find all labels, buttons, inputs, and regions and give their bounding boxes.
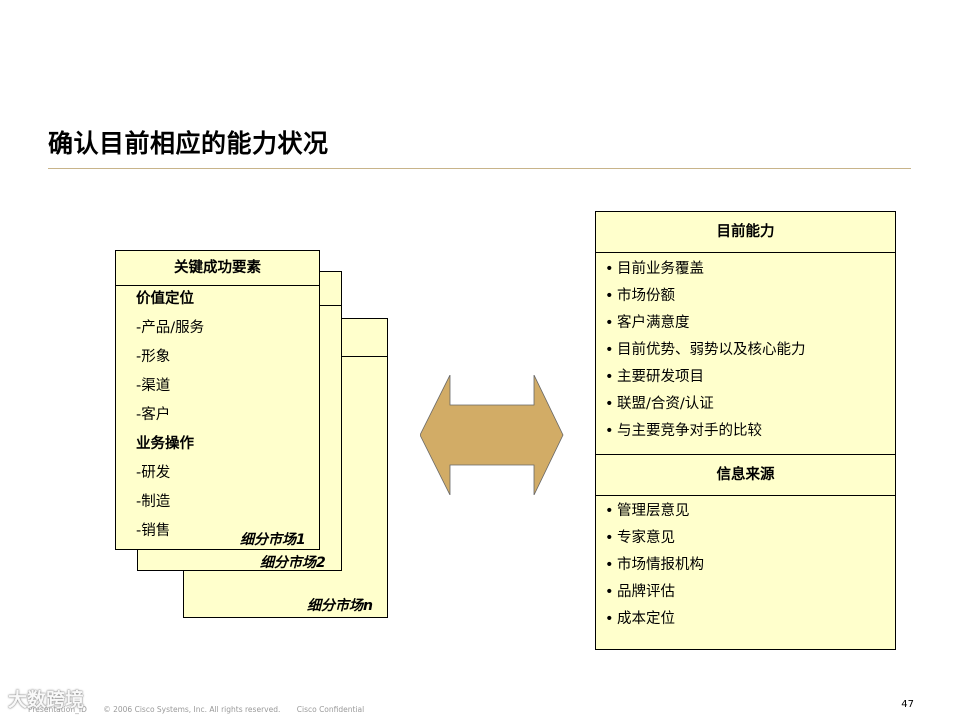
capabilities-item-text: 联盟/合资/认证 — [617, 396, 714, 412]
capabilities-item: •目前优势、弱势以及核心能力 — [605, 337, 806, 364]
capabilities-item: •市场份额 — [605, 283, 675, 310]
sources-header: 信息来源 — [716, 467, 775, 483]
sources-item: •市场情报机构 — [605, 552, 704, 579]
capabilities-item-text: 目前业务覆盖 — [617, 261, 704, 277]
header-divider — [596, 252, 895, 253]
watermark: 大数跨境 — [8, 689, 85, 711]
bullet-icon: • — [605, 369, 614, 385]
capabilities-item: •联盟/合资/认证 — [605, 391, 714, 418]
factor-item: -客户 — [136, 407, 171, 423]
capabilities-header: 目前能力 — [716, 224, 775, 240]
capabilities-item-text: 与主要竞争对手的比较 — [617, 423, 762, 439]
factor-item: -销售 — [136, 523, 171, 539]
factor-item: -制造 — [136, 494, 171, 510]
factor-item: -形象 — [136, 349, 171, 365]
capabilities-item: •目前业务覆盖 — [605, 256, 704, 283]
segment-label-n: 细分市场n — [307, 598, 373, 614]
double-arrow-icon — [420, 375, 564, 495]
sources-item: •专家意见 — [605, 525, 675, 552]
bullet-icon: • — [605, 315, 614, 331]
capabilities-item-text: 客户满意度 — [617, 315, 690, 331]
footer-confidential: Cisco Confidential — [296, 705, 365, 714]
sources-item: •品牌评估 — [605, 579, 675, 606]
sources-item-text: 市场情报机构 — [617, 557, 704, 573]
bullet-icon: • — [605, 396, 614, 412]
page-number: 47 — [901, 699, 914, 710]
capabilities-item-text: 市场份额 — [617, 288, 675, 304]
sources-item: •管理层意见 — [605, 498, 690, 525]
bullet-icon: • — [605, 611, 614, 627]
footer-copyright: © 2006 Cisco Systems, Inc. All rights re… — [103, 705, 281, 714]
capabilities-panel: 目前能力 •目前业务覆盖•市场份额•客户满意度•目前优势、弱势以及核心能力•主要… — [595, 211, 896, 650]
footer-presentation-id: Presentation_ID — [28, 705, 87, 714]
capabilities-item-text: 主要研发项目 — [617, 369, 704, 385]
capabilities-item: •主要研发项目 — [605, 364, 704, 391]
footer: Presentation_ID © 2006 Cisco Systems, In… — [28, 705, 378, 714]
segment-card-1: 关键成功要素 价值定位-产品/服务-形象-渠道-客户业务操作-研发-制造-销售 … — [115, 250, 320, 550]
bullet-icon: • — [605, 530, 614, 546]
factor-item: -渠道 — [136, 378, 171, 394]
segment-label-2: 细分市场2 — [260, 555, 326, 571]
title-rule — [48, 168, 911, 169]
bullet-icon: • — [605, 584, 614, 600]
capabilities-item: •客户满意度 — [605, 310, 690, 337]
factor-item: -研发 — [136, 465, 171, 481]
segment-label-1: 细分市场1 — [240, 532, 306, 548]
sources-item-text: 成本定位 — [617, 611, 675, 627]
section-divider — [596, 454, 895, 455]
capabilities-item: •与主要竞争对手的比较 — [605, 418, 762, 445]
bullet-icon: • — [605, 423, 614, 439]
sources-item: •成本定位 — [605, 606, 675, 633]
page-title: 确认目前相应的能力状况 — [48, 129, 329, 158]
header-divider — [596, 495, 895, 496]
bullet-icon: • — [605, 288, 614, 304]
factor-item: -产品/服务 — [136, 320, 205, 336]
sources-item-text: 专家意见 — [617, 530, 675, 546]
key-success-factors-header: 关键成功要素 — [116, 251, 319, 286]
factor-group-heading: 价值定位 — [136, 291, 194, 307]
bullet-icon: • — [605, 557, 614, 573]
bullet-icon: • — [605, 261, 614, 277]
capabilities-item-text: 目前优势、弱势以及核心能力 — [617, 342, 806, 358]
factor-group-heading: 业务操作 — [136, 436, 194, 452]
sources-item-text: 管理层意见 — [617, 503, 690, 519]
bullet-icon: • — [605, 342, 614, 358]
bullet-icon: • — [605, 503, 614, 519]
sources-item-text: 品牌评估 — [617, 584, 675, 600]
